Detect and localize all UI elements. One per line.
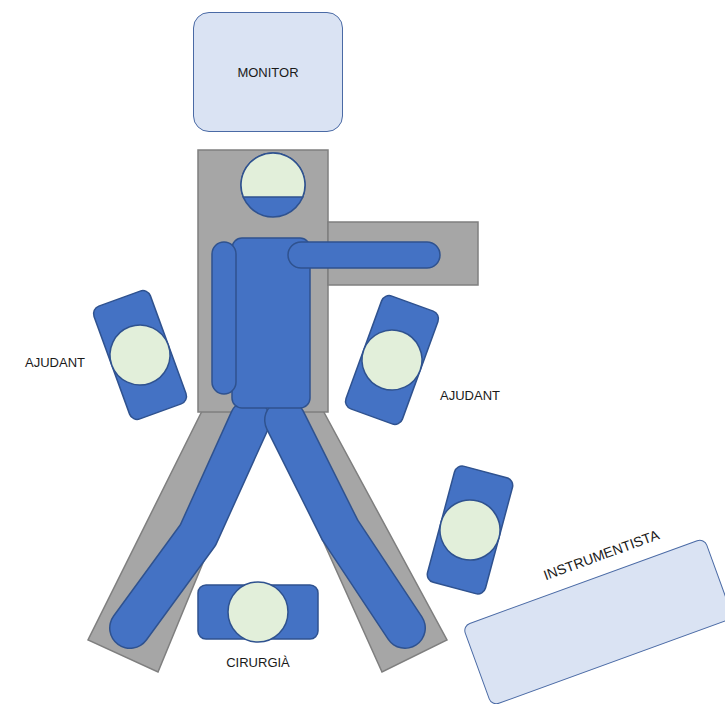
operating-table [88, 150, 478, 672]
person-symbol [198, 582, 318, 642]
arm [212, 242, 236, 394]
monitor-box: MONITOR [193, 12, 343, 132]
head [241, 153, 305, 217]
person-symbol [91, 288, 188, 421]
person-head [433, 493, 506, 566]
arm [288, 242, 440, 268]
person-body [343, 293, 440, 426]
role-label: CIRURGIÀ [226, 655, 290, 670]
table-top [198, 150, 328, 412]
box-title: MONITOR [237, 65, 298, 80]
person-symbol [425, 464, 514, 595]
surgical-cap [241, 153, 305, 197]
person-body [91, 288, 188, 421]
role-label: AJUDANT [25, 355, 85, 370]
person-symbol [343, 293, 440, 426]
person-head [102, 317, 179, 394]
instrument-table: INSTRUMENTISTA [462, 537, 725, 704]
role-label: AJUDANT [440, 388, 500, 403]
person-body [425, 464, 514, 595]
table-heading: INSTRUMENTISTA [541, 526, 661, 583]
person-head [228, 582, 288, 642]
person-head [354, 322, 431, 399]
